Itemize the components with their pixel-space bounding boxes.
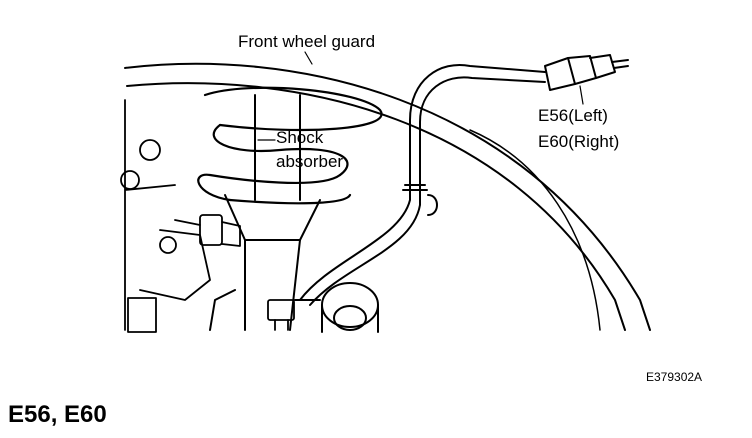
front-wheel-guard-label: Front wheel guard bbox=[238, 32, 376, 51]
panel-hole-1 bbox=[139, 139, 161, 161]
figure-code: E379302A bbox=[646, 370, 703, 384]
panel-hole-3 bbox=[159, 236, 177, 254]
wiring-harness bbox=[299, 64, 546, 306]
harness-clip bbox=[267, 299, 295, 331]
body-panel bbox=[124, 99, 211, 331]
coil-spring bbox=[197, 86, 383, 205]
panel-bracket bbox=[127, 297, 157, 333]
connector-e56-label: E56(Left) bbox=[538, 106, 608, 125]
wheel-guard-outer-arc bbox=[124, 62, 651, 331]
connector-e56-e60 bbox=[544, 54, 629, 91]
shock-absorber-label-line1: Shock bbox=[276, 128, 324, 147]
shock-absorber-label-line2: absorber bbox=[276, 152, 344, 171]
guard-leader-line bbox=[304, 51, 313, 65]
connector-heading: E56, E60 bbox=[8, 401, 107, 428]
wheel-hub bbox=[321, 282, 379, 333]
wheel-guard-inner-arc bbox=[126, 82, 626, 331]
connector-e60-label: E60(Right) bbox=[538, 132, 620, 151]
hose-clamp bbox=[174, 214, 241, 247]
wheel-arch-edge bbox=[469, 129, 601, 331]
connector-leader-line bbox=[579, 85, 584, 105]
panel-hole-2 bbox=[120, 170, 140, 190]
